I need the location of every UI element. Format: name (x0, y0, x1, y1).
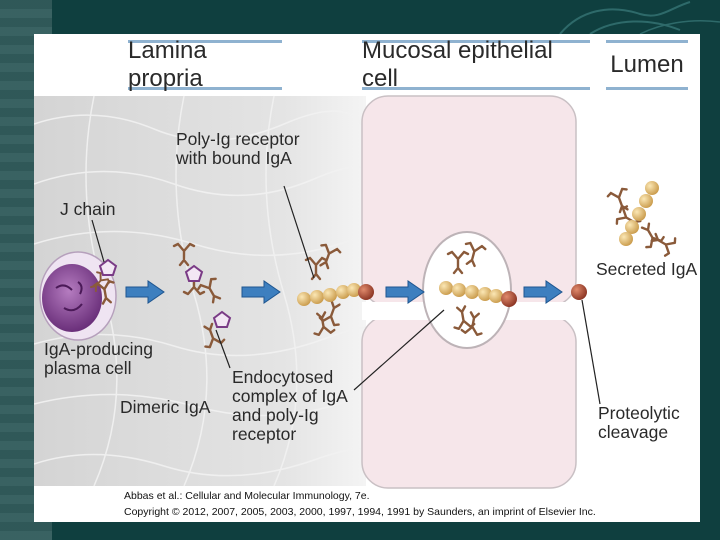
header-mucosal-epithelial-cell: Mucosal epithelial cell (362, 37, 590, 92)
label-plasma-cell: IgA-producing plasma cell (44, 339, 153, 378)
epithelial-cells (361, 95, 577, 489)
label-dimeric-iga: Dimeric IgA (120, 397, 211, 417)
dimeric-iga (172, 242, 232, 350)
secreted-iga (605, 181, 679, 258)
label-endocytosed-complex: Endocytosed complex of IgA and poly-Ig r… (232, 367, 348, 444)
header-lamina-propria: Lamina propria (128, 37, 282, 92)
credit-copyright: Copyright © 2012, 2007, 2005, 2003, 2000… (124, 506, 596, 518)
plasma-cell (39, 251, 117, 341)
polyig-receptor-bound-iga (297, 242, 374, 337)
diagram-artwork (34, 95, 679, 489)
corner-swirl-decoration (559, 1, 720, 34)
endocytosed-complex (439, 240, 517, 337)
credit-source: Abbas et al.: Cellular and Molecular Imm… (124, 490, 370, 502)
label-polyig-receptor: Poly-Ig receptor with bound IgA (176, 129, 300, 168)
label-secreted-iga: Secreted IgA (596, 259, 698, 279)
j-chain-marker (98, 258, 118, 276)
label-proteolytic-cleavage: Proteolytic cleavage (598, 403, 680, 442)
label-j-chain: J chain (60, 199, 116, 219)
cleaved-secretory-piece (571, 284, 587, 300)
slide-canvas: Lamina propria Mucosal epithelial cell L… (34, 34, 700, 522)
header-lumen: Lumen (606, 40, 688, 90)
leader-lines (91, 185, 601, 405)
